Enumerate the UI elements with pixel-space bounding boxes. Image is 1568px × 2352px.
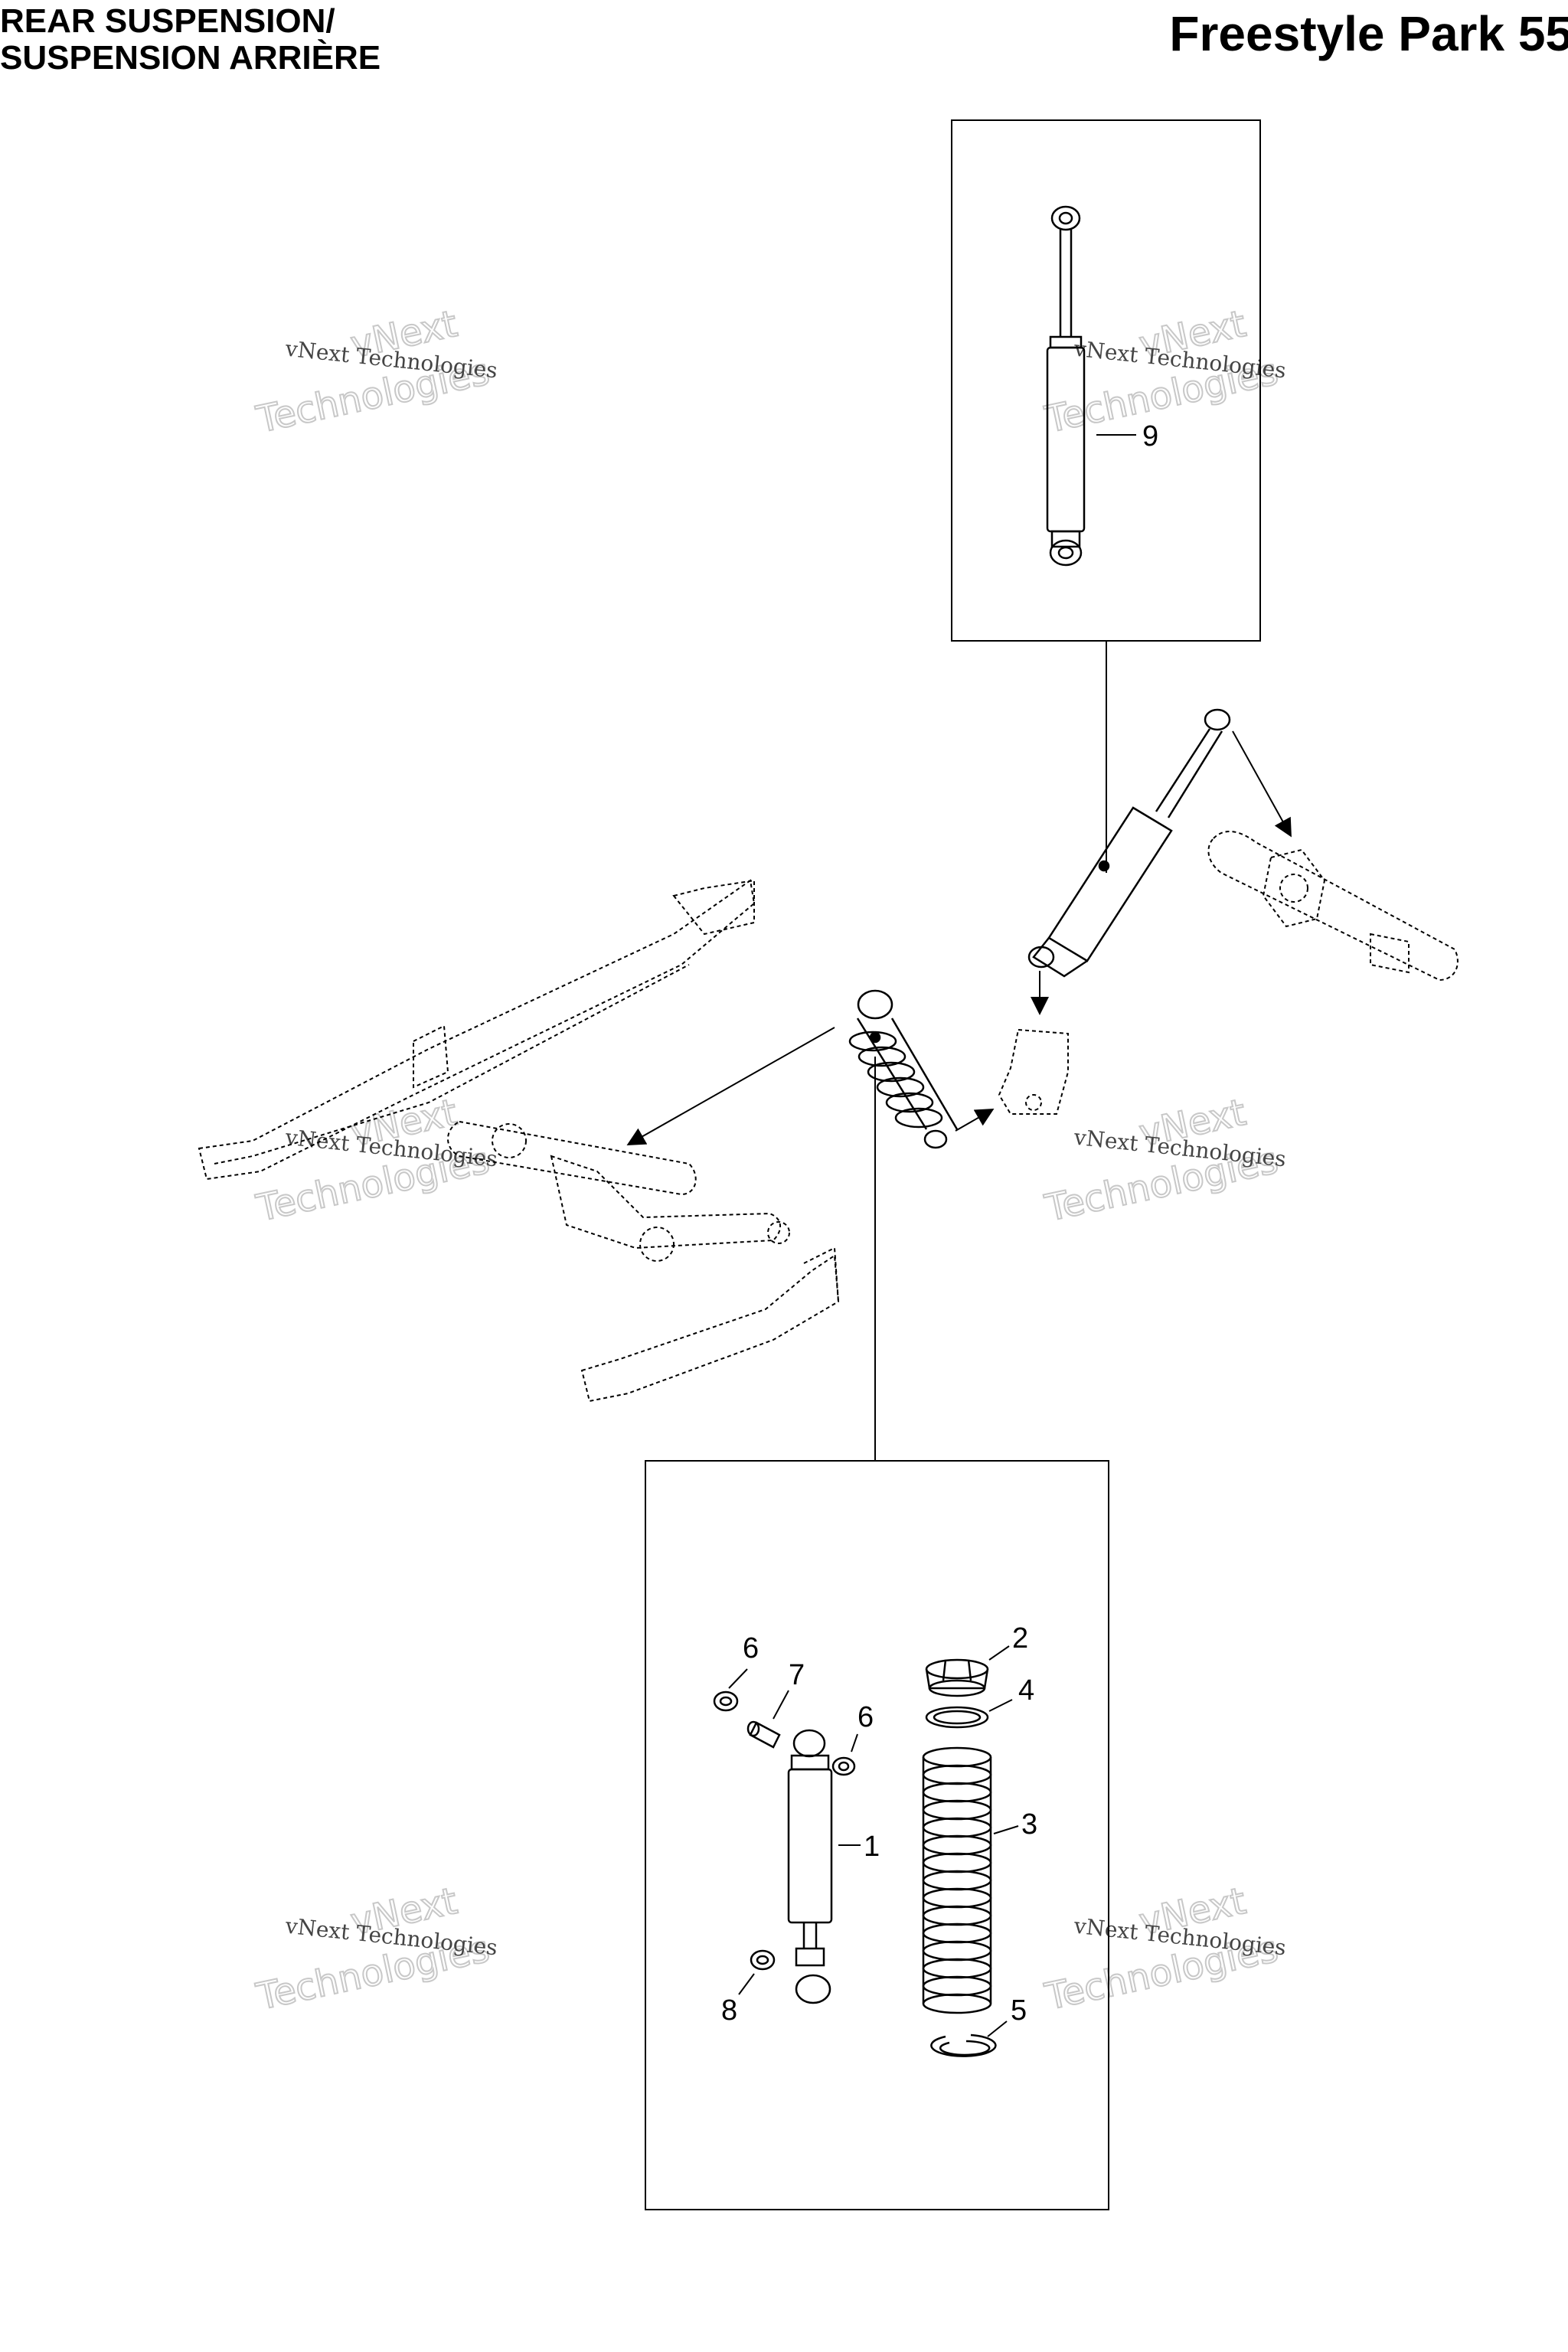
detail-box-bottom [645,1460,1109,2210]
arrow-to-mount [955,1109,995,1132]
callout-leader [988,1699,1013,1712]
callout-2: 2 [1012,1622,1028,1655]
arrow-to-rear-arm [626,1027,835,1145]
callout-1: 1 [864,1831,880,1863]
callout-9: 9 [1142,420,1158,452]
callout-3: 3 [1021,1808,1037,1841]
rear-shock-body [787,1729,833,2004]
page-title: REAR SUSPENSION/ SUSPENSION ARRIÈRE [0,3,381,77]
callout-leader [773,1690,789,1720]
lower-rail-segment [580,1246,840,1403]
shock-mount-bracket [998,1028,1069,1115]
title-french: SUSPENSION ARRIÈRE [0,39,381,77]
callout-6: 6 [743,1632,759,1664]
spring-washer [925,1706,989,1729]
callout-7: 7 [789,1659,805,1691]
callout-8: 8 [721,1994,737,2027]
callout-4: 4 [1018,1674,1034,1707]
retaining-clip [930,2034,997,2057]
callout-leader [988,1645,1010,1661]
callout-leader [993,1825,1019,1834]
front-shock-absorber [1046,205,1086,567]
model-name: Freestyle Park 55 [1169,6,1568,61]
callout-leader [851,1733,858,1753]
arrow-to-arm [1232,730,1292,838]
sleeve [746,1720,781,1749]
title-english: REAR SUSPENSION/ [0,2,335,40]
spring-retainer [925,1658,989,1697]
front-arm-assembly [1207,830,1459,982]
coil-spring [922,1746,992,2014]
bushing-lower [750,1949,776,1971]
callout-leader [728,1668,748,1689]
bushing-upper-right [831,1756,856,1776]
rear-suspension-rail [198,879,756,1181]
callout-5: 5 [1011,1994,1027,2027]
bushing-upper-left [713,1690,739,1712]
callout-6: 6 [858,1701,874,1733]
callout-leader [987,2020,1008,2037]
installed-front-shock [1027,708,1231,978]
callout-leader [738,1973,755,1995]
rear-arm-assembly [447,1120,790,1262]
rear-shock-with-spring [848,989,959,1149]
